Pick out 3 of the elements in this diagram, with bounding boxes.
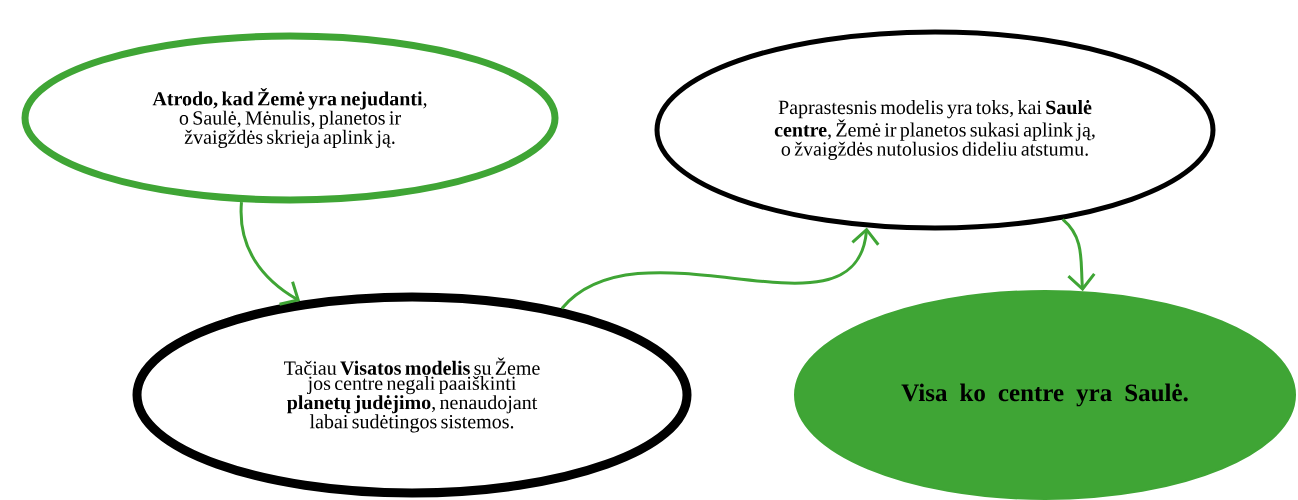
arrow [560,227,880,310]
arrow [1061,218,1096,292]
arrow [239,202,301,306]
